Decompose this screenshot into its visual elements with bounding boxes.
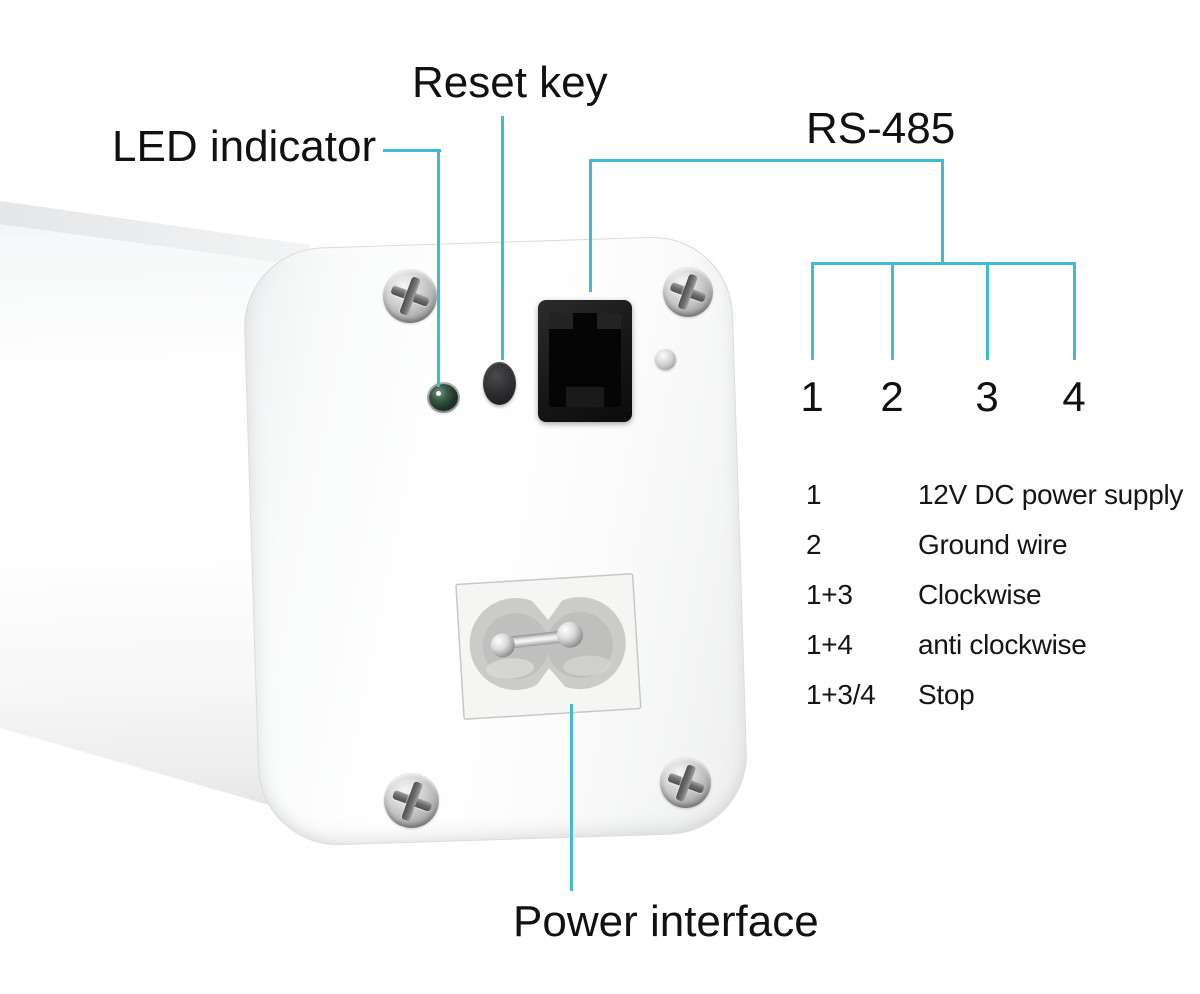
screw-top-left <box>383 269 437 323</box>
pin-combination: 1+4 <box>806 629 853 660</box>
pin3-leader-vertical <box>986 262 989 360</box>
table-row: 1+4 anti clockwise <box>806 620 1183 670</box>
pin-combination: 1+3 <box>806 579 853 610</box>
pin-function: 12V DC power supply <box>918 479 1184 510</box>
power-interface-label: Power interface <box>513 897 819 946</box>
led-indicator-label: LED indicator <box>112 122 377 171</box>
screw-bottom-left <box>384 773 439 828</box>
screw-top-right <box>663 267 713 317</box>
table-row: 1 12V DC power supply <box>806 470 1183 520</box>
rs485-label: RS-485 <box>806 104 956 153</box>
pin-number-3: 3 <box>975 373 999 420</box>
pin-combination: 2 <box>806 529 822 560</box>
power-interface-socket <box>455 573 642 726</box>
reset-leader-vertical <box>501 116 504 360</box>
rj45-tab-left <box>549 313 573 329</box>
pin-number-1: 1 <box>800 373 824 420</box>
pin-function: anti clockwise <box>918 629 1087 660</box>
rs485-port-leader-vertical <box>589 161 592 292</box>
led-leader-horizontal <box>383 149 441 152</box>
motor-end-cap <box>241 234 750 848</box>
pin-function-table: 1 12V DC power supply 2 Ground wire 1+3 … <box>806 470 1183 720</box>
pin-function: Clockwise <box>918 579 1042 610</box>
pin-combination: 1+3/4 <box>806 679 876 710</box>
pin-number-2: 2 <box>880 373 904 420</box>
reset-key-label: Reset key <box>412 58 608 107</box>
reset-key-button <box>483 362 516 405</box>
led-leader-vertical <box>437 149 440 387</box>
table-row: 1+3 Clockwise <box>806 570 1183 620</box>
power-leader-vertical <box>570 704 573 891</box>
pin-bus-horizontal <box>811 262 1076 265</box>
rs485-leader-horizontal <box>589 159 944 162</box>
pin-combination: 1 <box>806 479 822 510</box>
pin-number-4: 4 <box>1062 373 1086 420</box>
indicator-dome-nub <box>655 349 676 370</box>
table-row: 1+3/4 Stop <box>806 670 1183 720</box>
pin-function: Stop <box>918 679 975 710</box>
rs485-drop-vertical <box>941 159 944 265</box>
rs485-rj45-port <box>538 300 632 422</box>
led-indicator <box>429 384 458 411</box>
pin4-leader-vertical <box>1073 262 1076 360</box>
screw-bottom-right <box>660 757 711 808</box>
pin1-leader-vertical <box>811 262 814 360</box>
rj45-tab-right <box>597 313 621 329</box>
pin2-leader-vertical <box>891 262 894 360</box>
table-row: 2 Ground wire <box>806 520 1183 570</box>
rj45-latch-step <box>566 387 604 407</box>
power-socket-graphic <box>455 573 642 720</box>
pin-function: Ground wire <box>918 529 1068 560</box>
